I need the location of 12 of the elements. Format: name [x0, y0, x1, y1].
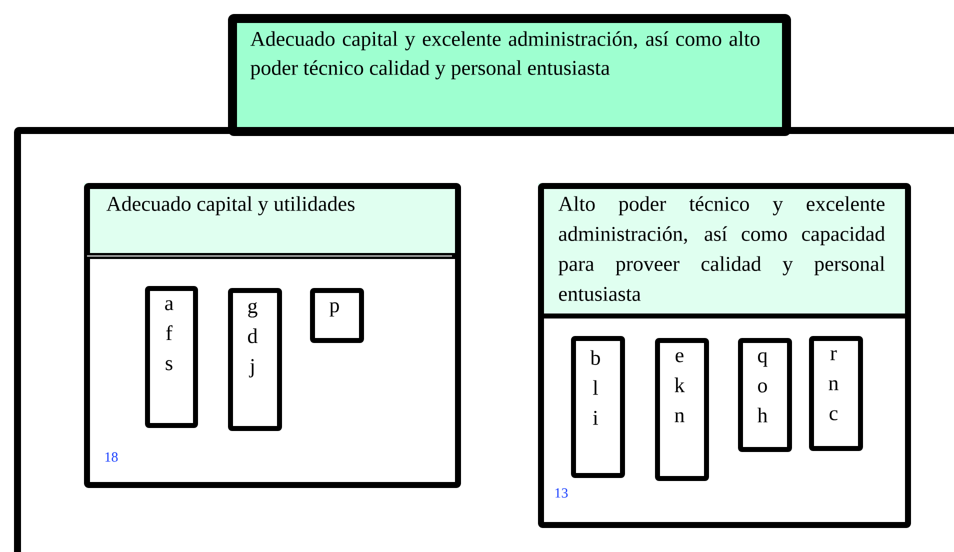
page-number: 13 — [555, 488, 568, 498]
letter-box: p — [310, 288, 364, 343]
letter-box: e k n — [655, 338, 709, 481]
panel-heading: Alto poder técnico y excelente administración, así como capacidad para proveer calidad y personal entusiasta — [558, 196, 885, 301]
letter-box: r n c — [809, 336, 863, 451]
page-number: 18 — [105, 452, 118, 462]
letter-box: g d j — [228, 288, 282, 431]
panel-heading: Adecuado capital y utilidades — [106, 196, 354, 216]
letter-box: a f s — [145, 286, 198, 428]
letter-box: q o h — [738, 338, 792, 452]
title-box: Adecuado capital y excelente administración, así como alto poder técnico calidad y personal entusiasta — [228, 14, 791, 136]
letter-box: b l i — [571, 336, 625, 478]
